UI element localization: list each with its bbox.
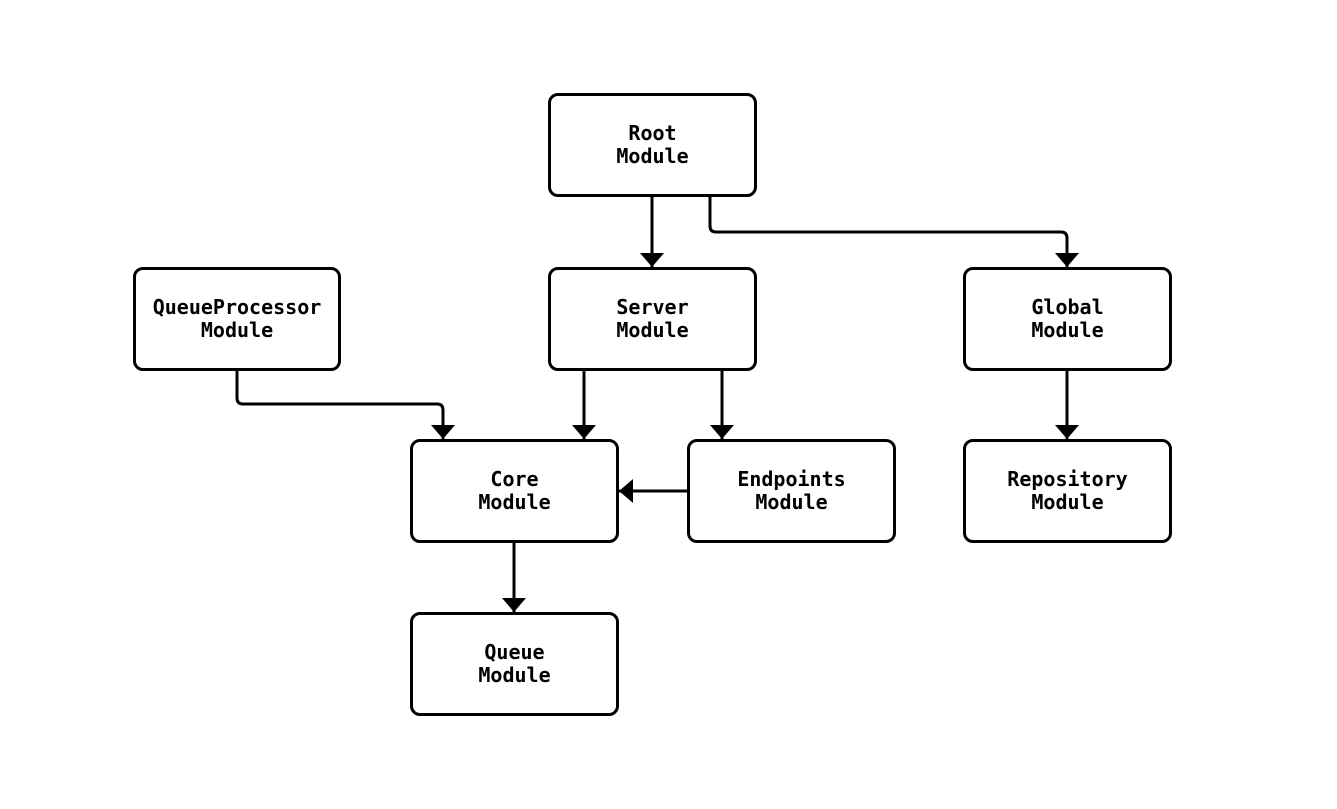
node-core-module: Core Module — [410, 439, 619, 543]
node-endpoints-module-label: Endpoints Module — [737, 467, 846, 514]
node-server-module: Server Module — [548, 267, 757, 371]
node-queue-module: Queue Module — [410, 612, 619, 716]
node-root-module: Root Module — [548, 93, 757, 197]
node-repository-module: Repository Module — [963, 439, 1172, 543]
node-server-module-label: Server Module — [616, 295, 689, 342]
edge-queueprocessor-to-core — [235, 371, 455, 439]
node-root-module-label: Root Module — [616, 121, 689, 168]
node-queueprocessor-module: QueueProcessor Module — [133, 267, 341, 371]
node-global-module-label: Global Module — [1031, 295, 1104, 342]
node-global-module: Global Module — [963, 267, 1172, 371]
node-core-module-label: Core Module — [478, 467, 551, 514]
node-queue-module-label: Queue Module — [478, 640, 551, 687]
edge-root-to-global — [708, 197, 1079, 267]
node-repository-module-label: Repository Module — [1007, 467, 1128, 514]
node-queueprocessor-module-label: QueueProcessor Module — [152, 295, 322, 342]
node-endpoints-module: Endpoints Module — [687, 439, 896, 543]
